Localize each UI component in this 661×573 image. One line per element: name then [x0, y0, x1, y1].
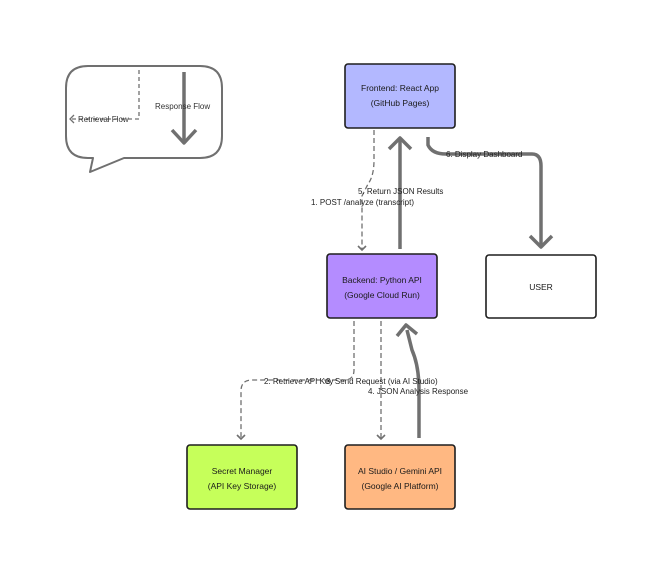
edge-json-response: [405, 329, 421, 438]
node-secret-manager-title: Secret Manager: [212, 466, 273, 476]
node-secret-manager-subtitle: (API Key Storage): [208, 481, 277, 491]
edge-display-dashboard-arrowhead: [528, 234, 554, 249]
node-ai-studio-title: AI Studio / Gemini API: [358, 466, 442, 476]
node-backend[interactable]: Backend: Python API (Google Cloud Run): [326, 253, 438, 319]
legend-retrieval-arrowhead: [69, 114, 75, 124]
node-secret-manager-box: [186, 444, 298, 510]
node-frontend-subtitle: (GitHub Pages): [371, 98, 430, 108]
edge-return-json-arrowhead: [387, 136, 413, 151]
edge-display-dashboard: [426, 137, 543, 245]
edge-label-json-response: 4. JSON Analysis Response: [368, 387, 469, 396]
edge-label-return-json: 5. Return JSON Results: [358, 187, 443, 196]
node-backend-title: Backend: Python API: [342, 275, 422, 285]
node-backend-subtitle: (Google Cloud Run): [344, 290, 420, 300]
node-user-label: USER: [529, 282, 553, 292]
edge-retrieve-key: [236, 321, 355, 441]
node-frontend[interactable]: Frontend: React App (GitHub Pages): [344, 63, 456, 129]
edge-label-retrieve-key: 2. Retrieve API Key: [264, 377, 333, 386]
edge-label-send-request: 3. Send Request (via AI Studio): [326, 377, 438, 386]
edge-json-response-arrowhead: [395, 323, 419, 338]
node-ai-studio[interactable]: AI Studio / Gemini API (Google AI Platfo…: [344, 444, 456, 510]
edge-label-post-analyze: 1. POST /analyze (transcript): [311, 198, 414, 207]
node-frontend-title: Frontend: React App: [361, 83, 439, 93]
legend-retrieval-label: Retrieval Flow: [78, 115, 129, 124]
legend-response-arrowhead: [170, 128, 198, 145]
node-backend-box: [326, 253, 438, 319]
node-secret-manager[interactable]: Secret Manager (API Key Storage): [186, 444, 298, 510]
legend-response-label: Response Flow: [155, 102, 210, 111]
node-user[interactable]: USER: [485, 254, 597, 319]
legend: Retrieval Flow Response Flow: [65, 65, 223, 173]
node-ai-studio-subtitle: (Google AI Platform): [361, 481, 438, 491]
edge-label-display-dashboard: 6. Display Dashboard: [446, 150, 522, 159]
node-ai-studio-box: [344, 444, 456, 510]
node-frontend-box: [344, 63, 456, 129]
node-user-box: [485, 254, 597, 319]
legend-retrieval-arrow: [70, 70, 140, 120]
